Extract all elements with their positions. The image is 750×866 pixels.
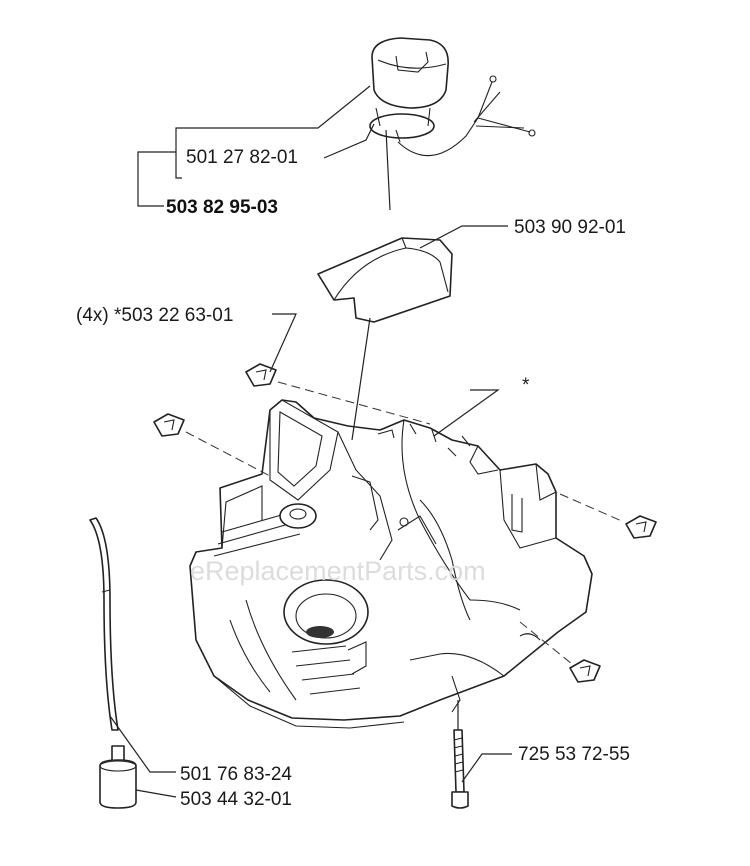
label-fuel-hose: 501 76 83-24: [180, 764, 292, 785]
label-bracket: 503 90 92-01: [514, 217, 626, 238]
nut: [569, 659, 601, 683]
label-nut: (4x) *503 22 63-01: [76, 305, 233, 326]
fuel-filter: [99, 745, 137, 809]
fuel-tank: [189, 399, 593, 729]
label-fuel-filter: 503 44 32-01: [180, 789, 292, 810]
leader-lines: [109, 85, 512, 798]
watermark: eReplacementParts.com: [190, 556, 486, 586]
tank-bracket: [317, 237, 453, 323]
fuel-hose: [89, 517, 119, 731]
nut: [153, 413, 185, 437]
label-screw: 725 53 72-55: [518, 744, 630, 765]
nut: [245, 363, 277, 387]
fuel-cap: [369, 37, 536, 157]
screw: [451, 729, 469, 809]
label-cap-assembly: 503 82 95-03: [166, 197, 278, 218]
assembly-lines: [185, 381, 625, 665]
label-star: *: [522, 375, 530, 396]
nut: [625, 515, 657, 539]
label-cap-oring: 501 27 82-01: [186, 147, 298, 168]
